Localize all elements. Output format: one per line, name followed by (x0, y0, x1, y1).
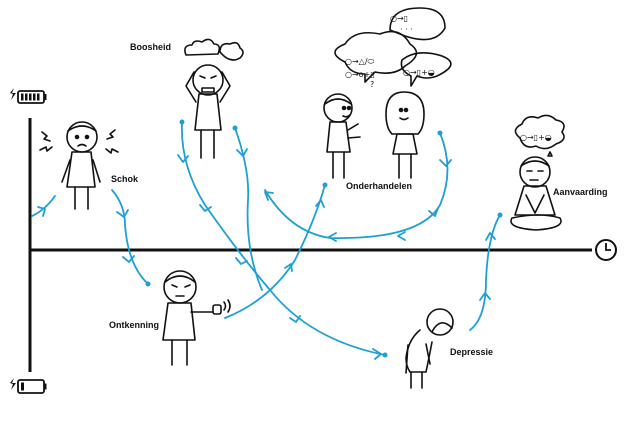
thought-text: ○→ο+▯ (345, 70, 375, 79)
battery-empty-icon (10, 378, 47, 394)
battery-full-icon (10, 88, 47, 104)
anger-figure (184, 38, 244, 159)
stage-label-shock: Schok (111, 174, 139, 184)
thought-text: ○→▯+◒ (403, 68, 435, 77)
thought-text: ○→△/⬭ (345, 57, 375, 66)
shock-figure (39, 121, 119, 210)
thought-text: ○→▯+◒ (520, 133, 552, 142)
stage-label-bargaining: Onderhandelen (346, 181, 413, 191)
denial-figure (162, 270, 231, 366)
stage-label-anger: Boosheid (130, 42, 172, 52)
depression-figure (405, 308, 454, 389)
clock-icon (595, 239, 617, 261)
stage-label-acceptance: Aanvaarding (553, 187, 608, 197)
acceptance-figure (510, 114, 565, 231)
emotion-curve (31, 119, 503, 360)
thought-text: · · · (400, 25, 413, 34)
stage-label-denial: Ontkenning (109, 320, 159, 330)
stage-label-depression: Depressie (450, 347, 494, 357)
thought-text: ○→▯ (390, 14, 408, 23)
bargaining-figures (323, 7, 452, 179)
thought-text: ? (370, 80, 374, 89)
